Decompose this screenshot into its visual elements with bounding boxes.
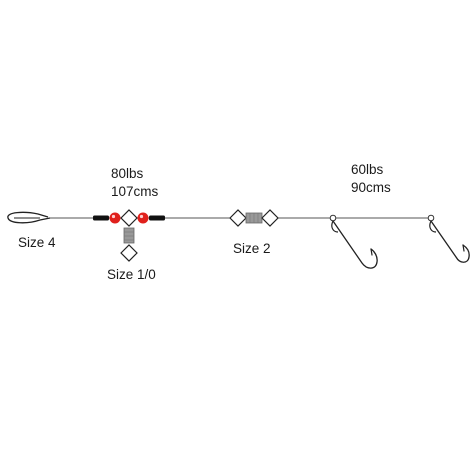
snap-size-label: Size 4 [18,235,56,250]
barrel-swivel-icon [229,209,279,227]
three-way-swivel-size-label: Size 1/0 [107,267,156,282]
red-bead-icon [109,212,121,224]
middle-swivel-size-label: Size 2 [233,241,271,256]
three-way-swivel-icon [120,209,138,262]
loop-knot-icon [427,214,435,222]
loop-knot-icon [329,214,337,222]
hook-icon [331,220,378,269]
upper-leader-length-label: 107cms [111,184,159,199]
upper-leader-strength-label: 80lbs [111,166,144,181]
lower-leader-length-label: 90cms [351,180,391,195]
lower-leader-strength-label: 60lbs [351,162,384,177]
crimp-sleeve-icon [149,215,165,221]
crimp-sleeve-icon [93,215,109,221]
snap-clip-icon [7,211,51,224]
red-bead-icon [137,212,149,224]
hook-icon [429,220,470,263]
